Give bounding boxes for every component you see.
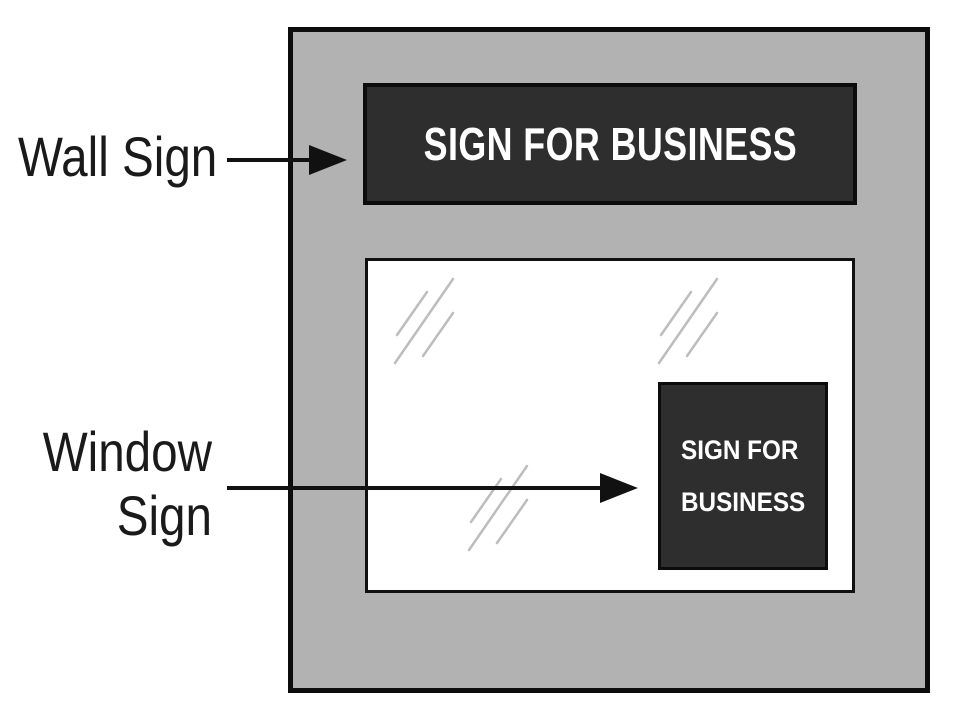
wall-sign-arrow-line [227,158,315,162]
window-sign-label-line1: Window [42,420,213,483]
wall-sign: SIGN FOR BUSINESS [363,83,857,205]
window-sign: SIGN FOR BUSINESS [658,382,828,570]
window-sign-label: Window Sign [32,420,212,548]
glass-reflection-icon [393,277,455,365]
wall-sign-text: SIGN FOR BUSINESS [423,118,797,170]
wall-sign-label: Wall Sign [18,125,218,188]
window-sign-label-line2: Sign [116,484,212,547]
window-sign-arrow-line [227,486,609,490]
wall-sign-arrowhead-icon [309,145,347,175]
glass-reflection-icon [657,277,719,365]
window-sign-text-line1: SIGN FOR [681,435,799,465]
window-sign-arrowhead-icon [600,473,638,503]
glass-reflection-icon [467,464,529,552]
window-sign-text-line2: BUSINESS [681,487,806,517]
